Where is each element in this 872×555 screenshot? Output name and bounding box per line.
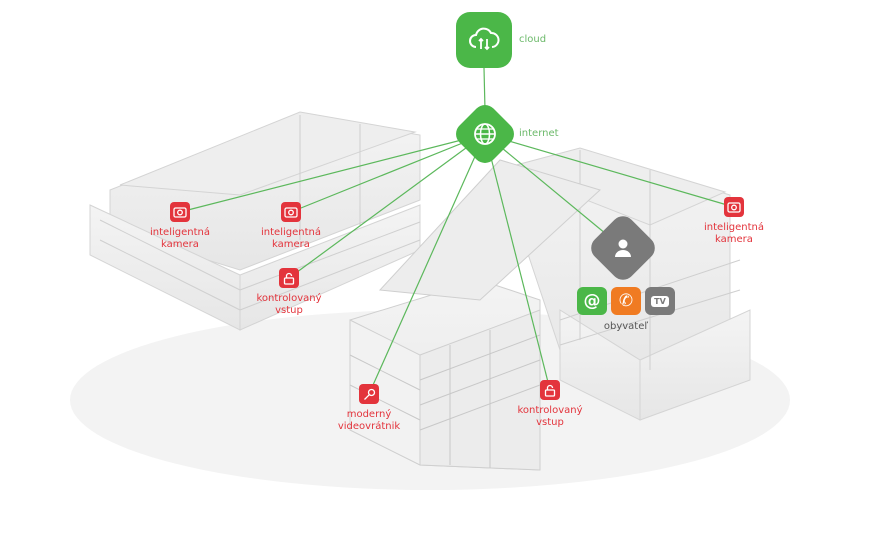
cloud-label: cloud: [519, 34, 547, 45]
internet-label: internet: [519, 128, 559, 139]
resident-node[interactable]: [586, 211, 660, 285]
camera-icon: [173, 207, 187, 218]
entry-link-2: [484, 133, 551, 391]
camera-link-3: [484, 133, 735, 208]
resident-link: [484, 133, 624, 249]
unlock-icon: [544, 384, 556, 397]
intercom-link: [368, 133, 486, 395]
email-service-icon[interactable]: @: [577, 287, 607, 315]
camera-node-2[interactable]: [281, 202, 301, 222]
unlock-icon: [283, 272, 295, 285]
globe-icon: [474, 123, 496, 145]
tv-service-icon[interactable]: TV: [645, 287, 675, 315]
controlled-entry-node-1[interactable]: [279, 268, 299, 288]
video-intercom-node[interactable]: [359, 384, 379, 404]
controlled-entry-node-2[interactable]: [540, 380, 560, 400]
camera-link-2: [290, 133, 486, 213]
camera-link-1: [179, 133, 486, 213]
phone-service-icon[interactable]: ✆: [611, 287, 641, 315]
cloud-sync-icon: [469, 27, 500, 51]
person-icon: [615, 239, 631, 257]
network-links: [179, 67, 735, 395]
building-left: [89, 111, 421, 331]
camera-node-1[interactable]: [170, 202, 190, 222]
internet-node[interactable]: [451, 100, 519, 168]
key-icon: [363, 388, 375, 400]
camera-node-3[interactable]: [724, 197, 744, 217]
cloud-link: [483, 67, 486, 111]
camera-icon: [727, 202, 741, 213]
resident-label: obyvateľ: [603, 321, 649, 332]
cloud-node[interactable]: [456, 12, 512, 68]
camera-icon: [284, 207, 298, 218]
entry-link-1: [288, 133, 486, 279]
building-center: [349, 159, 601, 471]
